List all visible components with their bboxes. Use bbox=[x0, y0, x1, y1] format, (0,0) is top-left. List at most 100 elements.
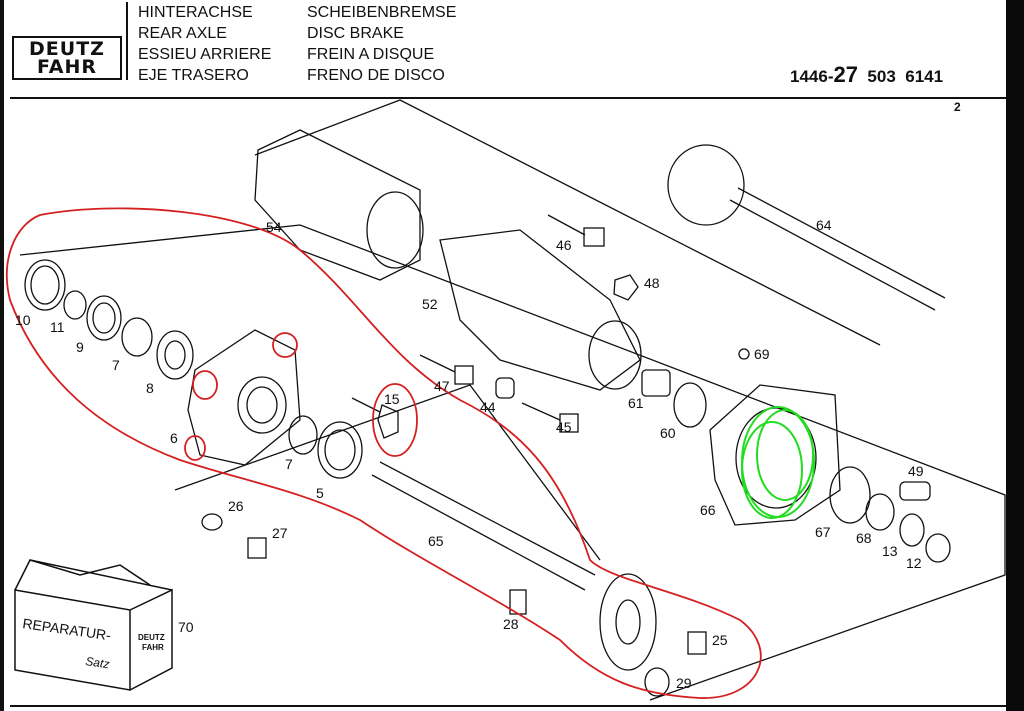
ring-9-inner bbox=[92, 302, 116, 334]
part-mid: 503 bbox=[867, 67, 896, 86]
right-border bbox=[1006, 0, 1024, 711]
label-15: 15 bbox=[384, 391, 400, 407]
washer-26 bbox=[201, 513, 223, 531]
label-6: 6 bbox=[170, 430, 178, 446]
bolt-46-shank bbox=[547, 214, 586, 236]
frame-line bbox=[19, 224, 1006, 701]
label-29: 29 bbox=[676, 675, 692, 691]
red-circle-housing-b bbox=[272, 332, 298, 358]
brand-line2: FAHR bbox=[36, 56, 98, 78]
nut-48 bbox=[613, 274, 639, 301]
label-60: 60 bbox=[660, 425, 676, 441]
lockwasher-12 bbox=[925, 533, 951, 563]
green-circle-3 bbox=[741, 421, 803, 519]
nut-27 bbox=[247, 537, 267, 559]
header-rule bbox=[10, 97, 1006, 99]
frame-line-bottom bbox=[174, 384, 601, 561]
housing-6 bbox=[187, 329, 301, 466]
axle-housing-52-bore bbox=[588, 320, 642, 390]
seal-5 bbox=[317, 421, 363, 479]
label-47: 47 bbox=[434, 378, 450, 394]
bolt-47-head bbox=[454, 365, 474, 385]
bolt-45-head bbox=[559, 413, 579, 433]
shaft-64 bbox=[729, 187, 946, 311]
axle-housing-54-bore bbox=[366, 191, 424, 269]
label-64: 64 bbox=[816, 217, 832, 233]
red-outline-annotation bbox=[6, 207, 762, 699]
ring-9 bbox=[86, 295, 122, 341]
nut-29 bbox=[644, 667, 670, 697]
label-5: 5 bbox=[316, 485, 324, 501]
ring-10 bbox=[24, 259, 66, 311]
ring-10-inner bbox=[30, 265, 60, 305]
nut-13 bbox=[899, 513, 925, 547]
bolt-15-head bbox=[377, 404, 399, 439]
label-61: 61 bbox=[628, 395, 644, 411]
frame-line-top bbox=[254, 99, 881, 346]
header-divider bbox=[126, 2, 128, 80]
subtitle-en: DISC BRAKE bbox=[307, 25, 404, 42]
oring-69 bbox=[738, 348, 750, 360]
shaft-65-flange-hub bbox=[615, 599, 641, 645]
plug-49 bbox=[899, 481, 931, 501]
repair-kit-logo-2: FAHR bbox=[142, 643, 164, 652]
brand-line1: DEUTZ bbox=[29, 38, 105, 60]
label-70: 70 bbox=[178, 619, 194, 635]
part-prefix: 1446- bbox=[790, 67, 834, 86]
label-26: 26 bbox=[228, 498, 244, 514]
title-de: HINTERACHSE bbox=[138, 4, 253, 21]
bearing-8 bbox=[156, 330, 194, 380]
bolt-15-shank bbox=[351, 397, 381, 413]
sleeve-61 bbox=[641, 369, 671, 397]
bolt-47-shank bbox=[419, 354, 456, 373]
red-circle-15 bbox=[372, 383, 418, 457]
label-69: 69 bbox=[754, 346, 770, 362]
section-titles: HINTERACHSE REAR AXLE ESSIEU ARRIERE EJE… bbox=[138, 2, 271, 86]
subtitle-de: SCHEIBENBREMSE bbox=[307, 4, 457, 21]
label-54: 54 bbox=[266, 219, 282, 235]
ring-11 bbox=[63, 290, 87, 320]
label-11: 11 bbox=[50, 319, 65, 335]
subsection-titles: SCHEIBENBREMSE DISC BRAKE FREIN A DISQUE… bbox=[307, 2, 456, 86]
label-45: 45 bbox=[556, 419, 572, 435]
label-28: 28 bbox=[503, 616, 519, 632]
repair-kit-box-side bbox=[129, 588, 173, 691]
disc-67 bbox=[829, 466, 871, 524]
label-66: 66 bbox=[700, 502, 716, 518]
brake-housing-66 bbox=[709, 384, 841, 526]
shaft-65-flange bbox=[599, 573, 657, 671]
title-es: EJE TRASERO bbox=[138, 67, 249, 84]
label-25: 25 bbox=[712, 632, 728, 648]
part-end: 6141 bbox=[905, 67, 944, 86]
label-44: 44 bbox=[480, 399, 496, 415]
seal-5-inner bbox=[324, 429, 356, 471]
label-46: 46 bbox=[556, 237, 572, 253]
label-13: 13 bbox=[882, 543, 898, 559]
label-68: 68 bbox=[856, 530, 872, 546]
label-7a: 7 bbox=[112, 357, 120, 373]
label-27: 27 bbox=[272, 525, 288, 541]
label-65: 65 bbox=[428, 533, 444, 549]
repair-kit-box-front bbox=[14, 589, 131, 691]
label-67: 67 bbox=[815, 524, 831, 540]
deutz-fahr-logo: DEUTZ FAHR bbox=[12, 36, 122, 80]
repair-kit-box-flap bbox=[29, 559, 151, 586]
subtitle-fr: FREIN A DISQUE bbox=[307, 46, 435, 63]
bushing-44 bbox=[495, 377, 515, 399]
label-52: 52 bbox=[422, 296, 438, 312]
housing-6-bore-inner bbox=[246, 386, 278, 424]
label-12: 12 bbox=[906, 555, 922, 571]
red-circle-housing-a bbox=[192, 370, 218, 400]
gear-60 bbox=[673, 382, 707, 428]
label-8: 8 bbox=[146, 380, 154, 396]
label-7b: 7 bbox=[285, 456, 293, 472]
label-10: 10 bbox=[15, 312, 31, 328]
shaft-64-flange bbox=[667, 144, 745, 226]
part-number: 1446-27 503 6141 bbox=[790, 62, 943, 88]
label-9: 9 bbox=[76, 339, 84, 355]
title-en: REAR AXLE bbox=[138, 25, 227, 42]
subtitle-es: FRENO DE DISCO bbox=[307, 67, 445, 84]
seal-7b bbox=[288, 415, 318, 455]
red-circle-housing-c bbox=[184, 435, 206, 461]
